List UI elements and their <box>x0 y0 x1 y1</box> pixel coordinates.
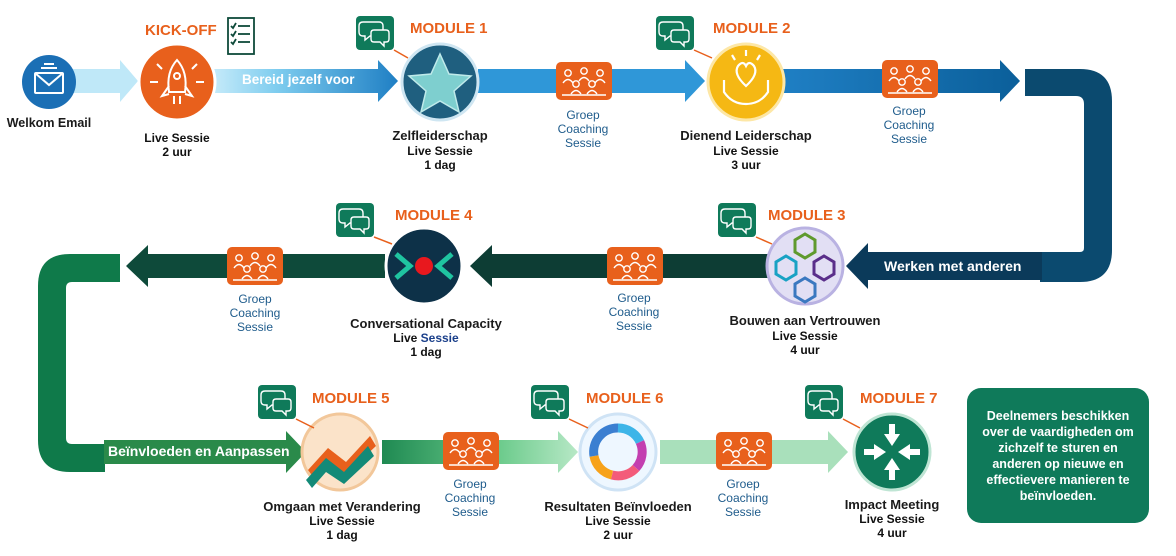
group-icon <box>882 60 938 98</box>
module-1-line2: 1 dag <box>424 158 456 172</box>
kickoff-line2: 2 uur <box>162 145 192 159</box>
module-4-title: Conversational Capacity <box>350 316 502 331</box>
module-7-title: Impact Meeting <box>844 497 940 512</box>
chat-bubbles-icon <box>656 16 713 59</box>
module-3-line2: 4 uur <box>790 343 820 357</box>
group-coaching-icons <box>227 60 938 470</box>
kickoff-line1: Live Sessie <box>144 131 210 145</box>
module-6-line2: 2 uur <box>603 528 633 542</box>
envelope-icon <box>34 63 64 94</box>
stairs-icon <box>306 436 376 488</box>
module-2-title: Dienend Leiderschap <box>680 128 812 143</box>
module-3-header: MODULE 3 <box>768 207 846 224</box>
chat-bubbles-icon <box>356 16 409 59</box>
module-7-line1: Live Sessie <box>859 512 925 526</box>
module-7-header: MODULE 7 <box>860 390 938 407</box>
welcome-email-node <box>22 55 76 109</box>
module-7-node <box>852 412 932 492</box>
module-6-node <box>578 412 658 492</box>
chat-bubbles-icon <box>718 203 773 245</box>
star-icon <box>407 52 473 114</box>
module-2-line2: 3 uur <box>731 158 761 172</box>
module-2-node <box>706 42 786 122</box>
module-1-line1: Live Sessie <box>407 144 473 158</box>
checklist-icon <box>227 17 255 55</box>
module-5-line2: 1 dag <box>326 528 358 542</box>
module-1-header: MODULE 1 <box>410 20 488 37</box>
module-6-title: Resultaten Beïnvloeden <box>544 499 692 514</box>
group-icon <box>227 247 283 285</box>
module-6-line1: Live Sessie <box>585 514 651 528</box>
module-5-line1: Live Sessie <box>309 514 375 528</box>
rocket-icon <box>150 58 204 104</box>
module-5-title: Omgaan met Verandering <box>263 499 421 514</box>
module-6-header: MODULE 6 <box>586 390 664 407</box>
turn-left <box>38 254 120 472</box>
module-1-node <box>400 42 480 122</box>
module-5-header: MODULE 5 <box>312 390 390 407</box>
module-4-node <box>384 226 464 306</box>
module-1-title: Zelfleiderschap <box>392 128 488 143</box>
group-icon <box>443 432 499 470</box>
band-label-2: Werken met anderen <box>884 258 1022 274</box>
turn-right <box>1025 69 1112 282</box>
ring-icon <box>589 423 647 481</box>
welcome-email-label: Welkom Email <box>6 116 92 130</box>
module-4-header: MODULE 4 <box>395 207 473 224</box>
chat-bubbles-icon <box>531 385 589 429</box>
module-7-line2: 4 uur <box>877 526 907 540</box>
chevrons-dot-icon <box>394 252 454 280</box>
module-3-node <box>765 226 845 306</box>
chat-bubbles-icon <box>336 203 393 245</box>
heart-hands-icon <box>722 50 770 106</box>
kickoff-header: KICK-OFF <box>145 22 217 39</box>
chat-bubbles-icon <box>258 385 315 429</box>
band-label-1: Bereid jezelf voor <box>242 72 355 87</box>
module-3-line1: Live Sessie <box>772 329 838 343</box>
group-icon <box>716 432 772 470</box>
outcome-note: Deelnemers beschikken over de vaardighed… <box>967 388 1149 523</box>
module-4-line1: Live Sessie <box>393 331 459 345</box>
band-label-3: Beïnvloeden en Aanpassen <box>108 443 290 459</box>
module-5-node <box>300 412 380 492</box>
module-2-header: MODULE 2 <box>713 20 791 37</box>
module-4-line2: 1 dag <box>410 345 442 359</box>
compress-arrows-icon <box>864 424 920 480</box>
module-3-title: Bouwen aan Vertrouwen <box>729 313 881 328</box>
kickoff-node <box>137 17 255 122</box>
group-icon <box>607 247 663 285</box>
module-2-line1: Live Sessie <box>713 144 779 158</box>
hexagons-icon <box>774 232 836 304</box>
chat-bubbles-icon <box>805 385 861 429</box>
group-icon <box>556 62 612 100</box>
